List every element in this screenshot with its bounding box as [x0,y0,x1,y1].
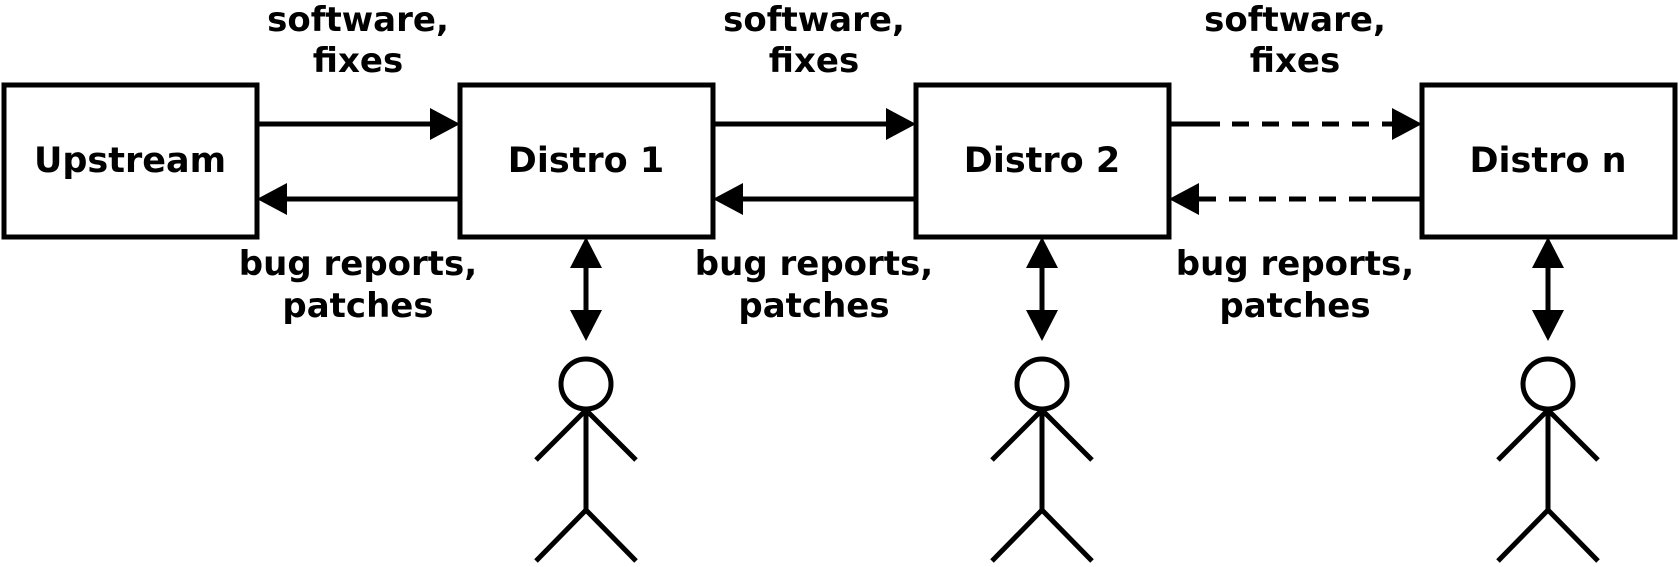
arrow-up-icon [1532,237,1564,268]
user-figure-icon [534,356,638,563]
arrow-down-icon [1532,310,1564,341]
forward-label-line-2: fixes [313,41,403,81]
user-distro-1 [534,237,638,563]
arrow-right-icon [1392,108,1422,140]
node-label: Distro 1 [508,141,664,181]
backward-label-line-2: patches [738,286,889,326]
backward-label-line-1: bug reports, [239,244,477,284]
node-label: Distro 2 [964,141,1120,181]
node-distro-n: Distro n [1419,82,1678,240]
arrow-down-icon [1026,310,1058,341]
backward-label-line-1: bug reports, [1176,244,1414,284]
forward-label-line-1: software, [1204,0,1386,40]
user-figure-icon [1496,356,1600,563]
forward-label-line-2: fixes [1250,41,1340,81]
user-figure-icon [990,356,1094,563]
forward-label-line-1: software, [723,0,905,40]
forward-label-line-1: software, [267,0,449,40]
arrow-left-icon [257,183,287,215]
link-distro-1-distro-2: software, fixes bug reports, patches [695,0,933,326]
node-label: Upstream [34,141,226,181]
node-distro-1: Distro 1 [457,82,716,240]
backward-label-line-2: patches [282,286,433,326]
arrow-left-icon [713,183,743,215]
node-distro-2: Distro 2 [913,82,1172,240]
arrow-right-icon [886,108,916,140]
arrow-up-icon [1026,237,1058,268]
user-distro-2 [990,237,1094,563]
arrow-down-icon [570,310,602,341]
node-label: Distro n [1469,141,1626,181]
node-upstream: Upstream [1,82,260,240]
arrow-left-icon [1169,183,1199,215]
forward-label-line-2: fixes [769,41,859,81]
backward-label-line-2: patches [1219,286,1370,326]
arrow-right-icon [430,108,460,140]
link-distro-2-distro-n: software, fixes bug reports, patches [1169,0,1422,326]
arrow-up-icon [570,237,602,268]
backward-label-line-1: bug reports, [695,244,933,284]
link-upstream-distro-1: software, fixes bug reports, patches [239,0,477,326]
user-distro-n [1496,237,1600,563]
